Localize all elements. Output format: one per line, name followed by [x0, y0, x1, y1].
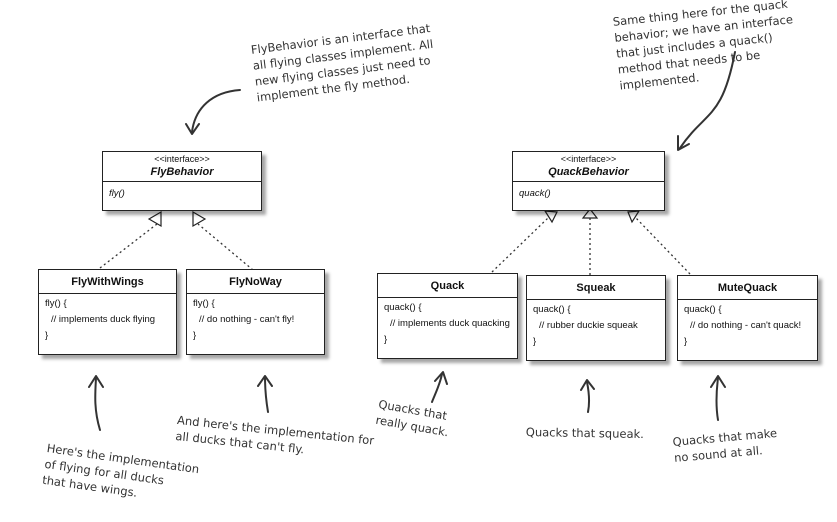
mute-quack-class: MuteQuack quack() { // do nothing - can'… — [677, 275, 818, 361]
pointer-arrow-icon — [715, 377, 719, 421]
code-line: } — [684, 336, 688, 347]
method-signature: fly() — [109, 188, 125, 199]
code-line: fly() { — [193, 298, 215, 309]
fly-behavior-interface: <<interface>> FlyBehavior fly() — [102, 151, 262, 211]
interface-name: QuackBehavior — [548, 166, 629, 178]
pointer-arrow-icon — [677, 135, 690, 151]
code-line: quack() { — [533, 304, 571, 315]
interface-methods: fly() — [103, 182, 261, 210]
code-comment: // implements duck flying — [51, 314, 156, 325]
triangle-head-icon — [581, 208, 599, 219]
pointer-arrow-icon — [257, 375, 273, 387]
realization-flynoway — [197, 223, 254, 271]
class-body: fly() { // do nothing - can't fly! } — [187, 294, 324, 346]
class-header: FlyWithWings — [39, 270, 176, 294]
pointer-arrow-icon — [191, 89, 241, 133]
code-line: } — [384, 334, 388, 345]
triangle-head-icon — [147, 210, 162, 228]
pointer-arrow-icon — [94, 377, 101, 431]
class-header: Quack — [378, 274, 517, 298]
code-comment: // implements duck quacking — [390, 318, 510, 329]
code-line: } — [45, 330, 49, 341]
fly-no-way-class: FlyNoWay fly() { // do nothing - can't f… — [186, 269, 325, 355]
code-comment: // rubber duckie squeak — [539, 320, 638, 331]
interface-header: <<interface>> FlyBehavior — [103, 152, 261, 182]
realization-flywithwings — [99, 223, 158, 269]
class-name: FlyNoWay — [229, 276, 282, 288]
class-body: quack() { // implements duck quacking } — [378, 298, 517, 350]
pointer-arrow-icon — [264, 376, 269, 413]
realization-quack — [491, 217, 549, 273]
method-signature: quack() — [519, 188, 551, 199]
pointer-arrow-icon — [185, 123, 200, 135]
class-header: MuteQuack — [678, 276, 817, 300]
squeak-class: Squeak quack() { // rubber duckie squeak… — [526, 275, 666, 361]
code-line: quack() { — [684, 304, 722, 315]
pointer-arrow-icon — [431, 373, 443, 403]
pointer-arrow-icon — [88, 375, 104, 388]
pointer-arrow-icon — [679, 51, 736, 149]
pointer-arrow-icon — [710, 375, 726, 388]
class-body: quack() { // rubber duckie squeak } — [527, 300, 665, 352]
code-line: } — [193, 330, 197, 341]
triangle-head-icon — [627, 210, 641, 224]
class-header: Squeak — [527, 276, 665, 300]
triangle-head-icon — [192, 210, 207, 228]
class-header: FlyNoWay — [187, 270, 324, 294]
realization-mutequack — [635, 217, 691, 275]
quack-behavior-interface: <<interface>> QuackBehavior quack() — [512, 151, 665, 211]
pointer-arrow-icon — [434, 371, 448, 385]
note-squeak: Quacks that squeak. — [526, 424, 644, 442]
code-line: } — [533, 336, 537, 347]
code-comment: // do nothing - can't quack! — [690, 320, 802, 331]
stereotype-label: <<interface>> — [154, 154, 210, 164]
quack-class: Quack quack() { // implements duck quack… — [377, 273, 518, 359]
fly-with-wings-class: FlyWithWings fly() { // implements duck … — [38, 269, 177, 355]
triangle-head-icon — [543, 210, 558, 224]
class-name: Quack — [430, 280, 465, 292]
interface-name: FlyBehavior — [150, 166, 214, 178]
class-name: FlyWithWings — [71, 276, 144, 288]
code-line: fly() { — [45, 298, 67, 309]
note-line: Quacks that squeak. — [525, 424, 645, 442]
interface-header: <<interface>> QuackBehavior — [513, 152, 664, 182]
interface-methods: quack() — [513, 182, 664, 210]
pointer-arrow-icon — [580, 379, 595, 391]
class-name: MuteQuack — [717, 282, 778, 294]
class-body: quack() { // do nothing - can't quack! } — [678, 300, 817, 352]
class-body: fly() { // implements duck flying } — [39, 294, 176, 346]
code-comment: // do nothing - can't fly! — [199, 314, 295, 325]
class-name: Squeak — [576, 282, 616, 294]
code-line: quack() { — [384, 302, 422, 313]
pointer-arrow-icon — [586, 381, 591, 413]
stereotype-label: <<interface>> — [560, 154, 617, 164]
